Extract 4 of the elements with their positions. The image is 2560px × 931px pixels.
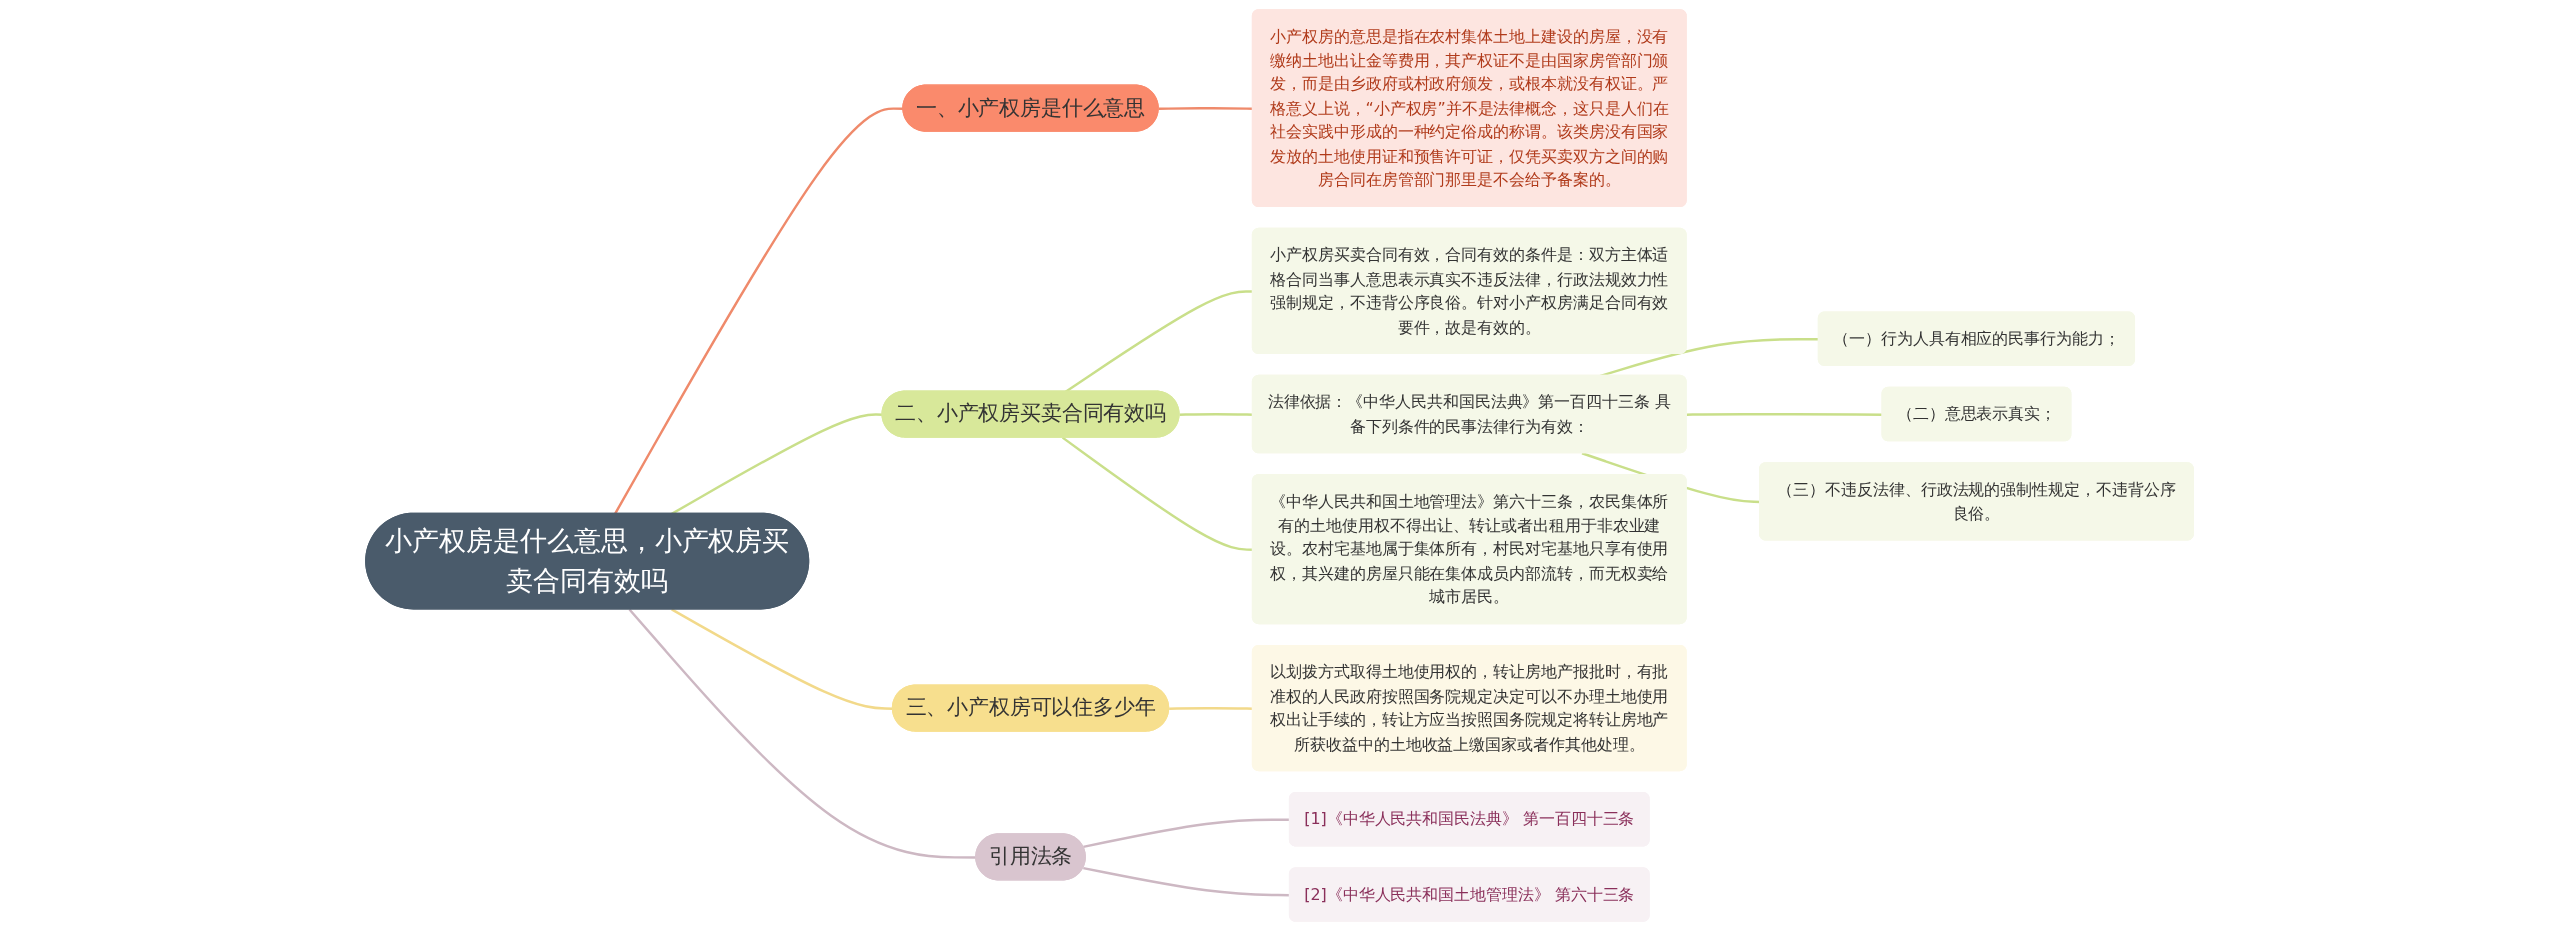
connector xyxy=(671,608,894,710)
connector xyxy=(671,413,884,515)
connector xyxy=(614,107,904,515)
connector xyxy=(629,608,977,859)
